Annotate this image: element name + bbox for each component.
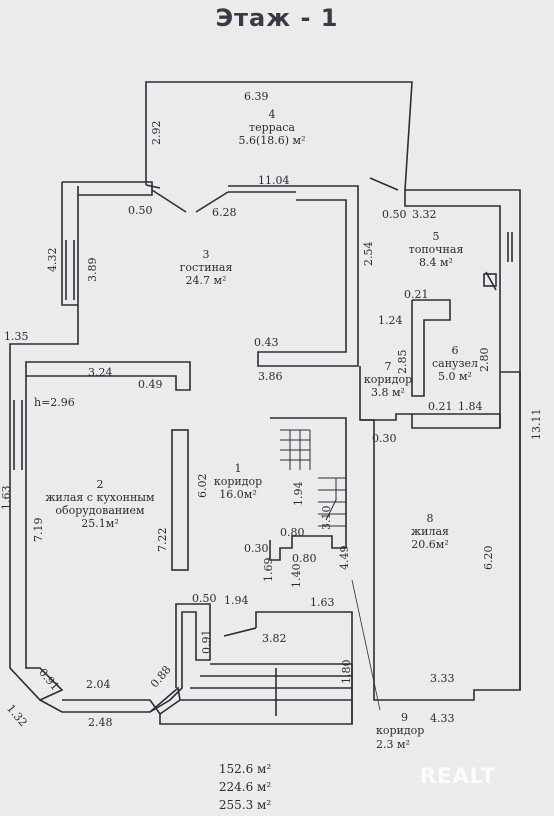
total-area-1: 152.6 м² [218,762,272,776]
dim-292: 2.92 [150,120,163,146]
total-area-2: 224.6 м² [218,780,272,794]
dim-180: 1.80 [340,659,353,685]
dim-432: 4.32 [46,247,59,273]
stairs [269,417,347,561]
kitchen-counter [171,429,189,571]
room-9-number: 9 [401,711,408,724]
total-area-3: 255.3 м² [218,798,272,812]
dim-050a: 0.50 [128,204,153,217]
dim-449: 4.49 [338,545,351,571]
terrace-rail [145,184,161,189]
entrance-steps [159,663,353,725]
terrace-outline [145,81,413,191]
wall-living-east [228,185,359,367]
dim-280: 2.80 [478,347,491,373]
wall-living-north [62,181,153,196]
dim-254: 2.54 [362,241,375,267]
dim-324: 3.24 [88,366,113,379]
dim-184: 1.84 [458,400,483,413]
dim-248: 2.48 [88,716,113,729]
dim-163b: 1.63 [310,596,335,609]
dim-124: 1.24 [378,314,403,327]
dim-169: 1.69 [262,557,275,583]
dim-628: 6.28 [212,206,237,219]
room-9-name: коридор [376,724,425,737]
room-9-area: 2.3 м² [376,738,410,751]
dim-163a: 1.63 [0,485,13,511]
dim-310: 3.10 [320,505,333,531]
dim-050c: 0.50 [192,592,217,605]
dim-021b: 0.21 [428,400,453,413]
dim-332: 3.32 [412,208,437,221]
dim-382: 3.82 [262,632,287,645]
dim-049: 0.49 [138,378,163,391]
dim-433: 4.33 [430,712,455,725]
dim-080b: 0.80 [292,552,317,565]
dim-639: 6.39 [244,90,269,103]
dim-080a: 0.80 [280,526,305,539]
dim-386: 3.86 [258,370,283,383]
dim-620: 6.20 [482,545,495,571]
dim-135: 1.35 [4,330,29,343]
dim-091a: 0.91 [200,629,213,655]
wall-west-upper [61,182,79,306]
dim-140: 1.40 [290,563,303,589]
dim-602: 6.02 [196,473,209,499]
ceiling-height: h=2.96 [34,396,75,409]
wall-south-bay [39,686,181,716]
dim-194b: 1.94 [224,594,249,607]
page-title: Этаж - 1 [215,4,339,32]
dim-194a: 1.94 [292,481,305,507]
dim-030a: 0.30 [372,432,397,445]
dim-389: 3.89 [86,257,99,283]
dim-719: 7.19 [32,517,45,543]
dim-722: 7.22 [156,527,169,553]
realt-watermark: REALT [420,764,496,788]
dim-021a: 0.21 [404,288,429,301]
dim-333: 3.33 [430,672,455,685]
dim-1311: 13.11 [530,408,543,441]
wall-corridor-south [255,611,353,628]
dim-043: 0.43 [254,336,279,349]
dim-030b: 0.30 [244,542,269,555]
dim-285: 2.85 [396,349,409,375]
wall-west-lower [9,305,191,701]
dim-204: 2.04 [86,678,111,691]
dim-050b: 0.50 [382,208,407,221]
dim-1104: 11.04 [258,174,290,187]
